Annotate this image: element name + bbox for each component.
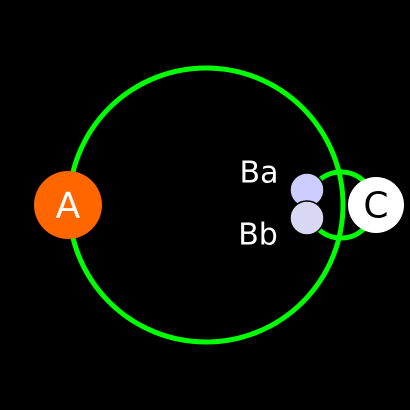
node-c: C: [348, 177, 404, 233]
node-ba: Ba: [240, 156, 325, 208]
node-bb-circle: [289, 200, 325, 236]
node-bb: Bb: [238, 200, 325, 253]
node-a-label: A: [56, 186, 81, 227]
node-a-circle: [34, 171, 102, 239]
node-c-circle: [348, 177, 404, 233]
node-ba-label: Ba: [240, 156, 279, 191]
node-a: A: [34, 171, 102, 239]
node-bb-label: Bb: [238, 218, 278, 253]
node-c-label: C: [363, 186, 388, 227]
